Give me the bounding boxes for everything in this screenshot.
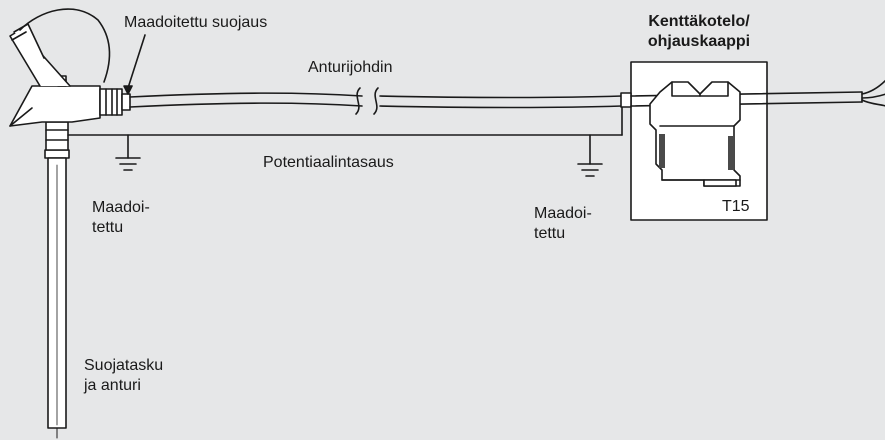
label-grounded-left-line2: tettu [92,219,124,236]
label-grounded-left-line1: Maadoi- [92,199,150,216]
label-grounded-right-line1: Maadoi- [534,205,592,222]
sensor-cable [129,87,623,115]
ground-symbol-right [577,134,603,177]
label-grounded-shield: Maadoitettu suojaus [124,14,268,31]
t15-transmitter [649,81,741,187]
equipotential-line [67,95,623,136]
label-grounded-right-line2: tettu [534,225,566,242]
label-sensor-cable: Anturijohdin [308,59,393,76]
label-device-model: T15 [722,198,750,215]
label-thermowell-line2: ja anturi [84,377,141,394]
label-equipotential: Potentiaalintasaus [263,154,394,171]
ground-symbol-left [115,134,141,171]
sensor-neck [45,121,69,151]
shield-arrow [123,34,146,95]
cable-gland [99,88,131,116]
label-field-housing-line2: ohjauskaappi [647,33,751,50]
label-field-housing-line1: Kenttäkotelo/ [648,13,750,30]
label-thermowell-line1: Suojatasku [84,357,164,374]
connection-head [9,8,111,127]
thermowell [44,149,70,439]
